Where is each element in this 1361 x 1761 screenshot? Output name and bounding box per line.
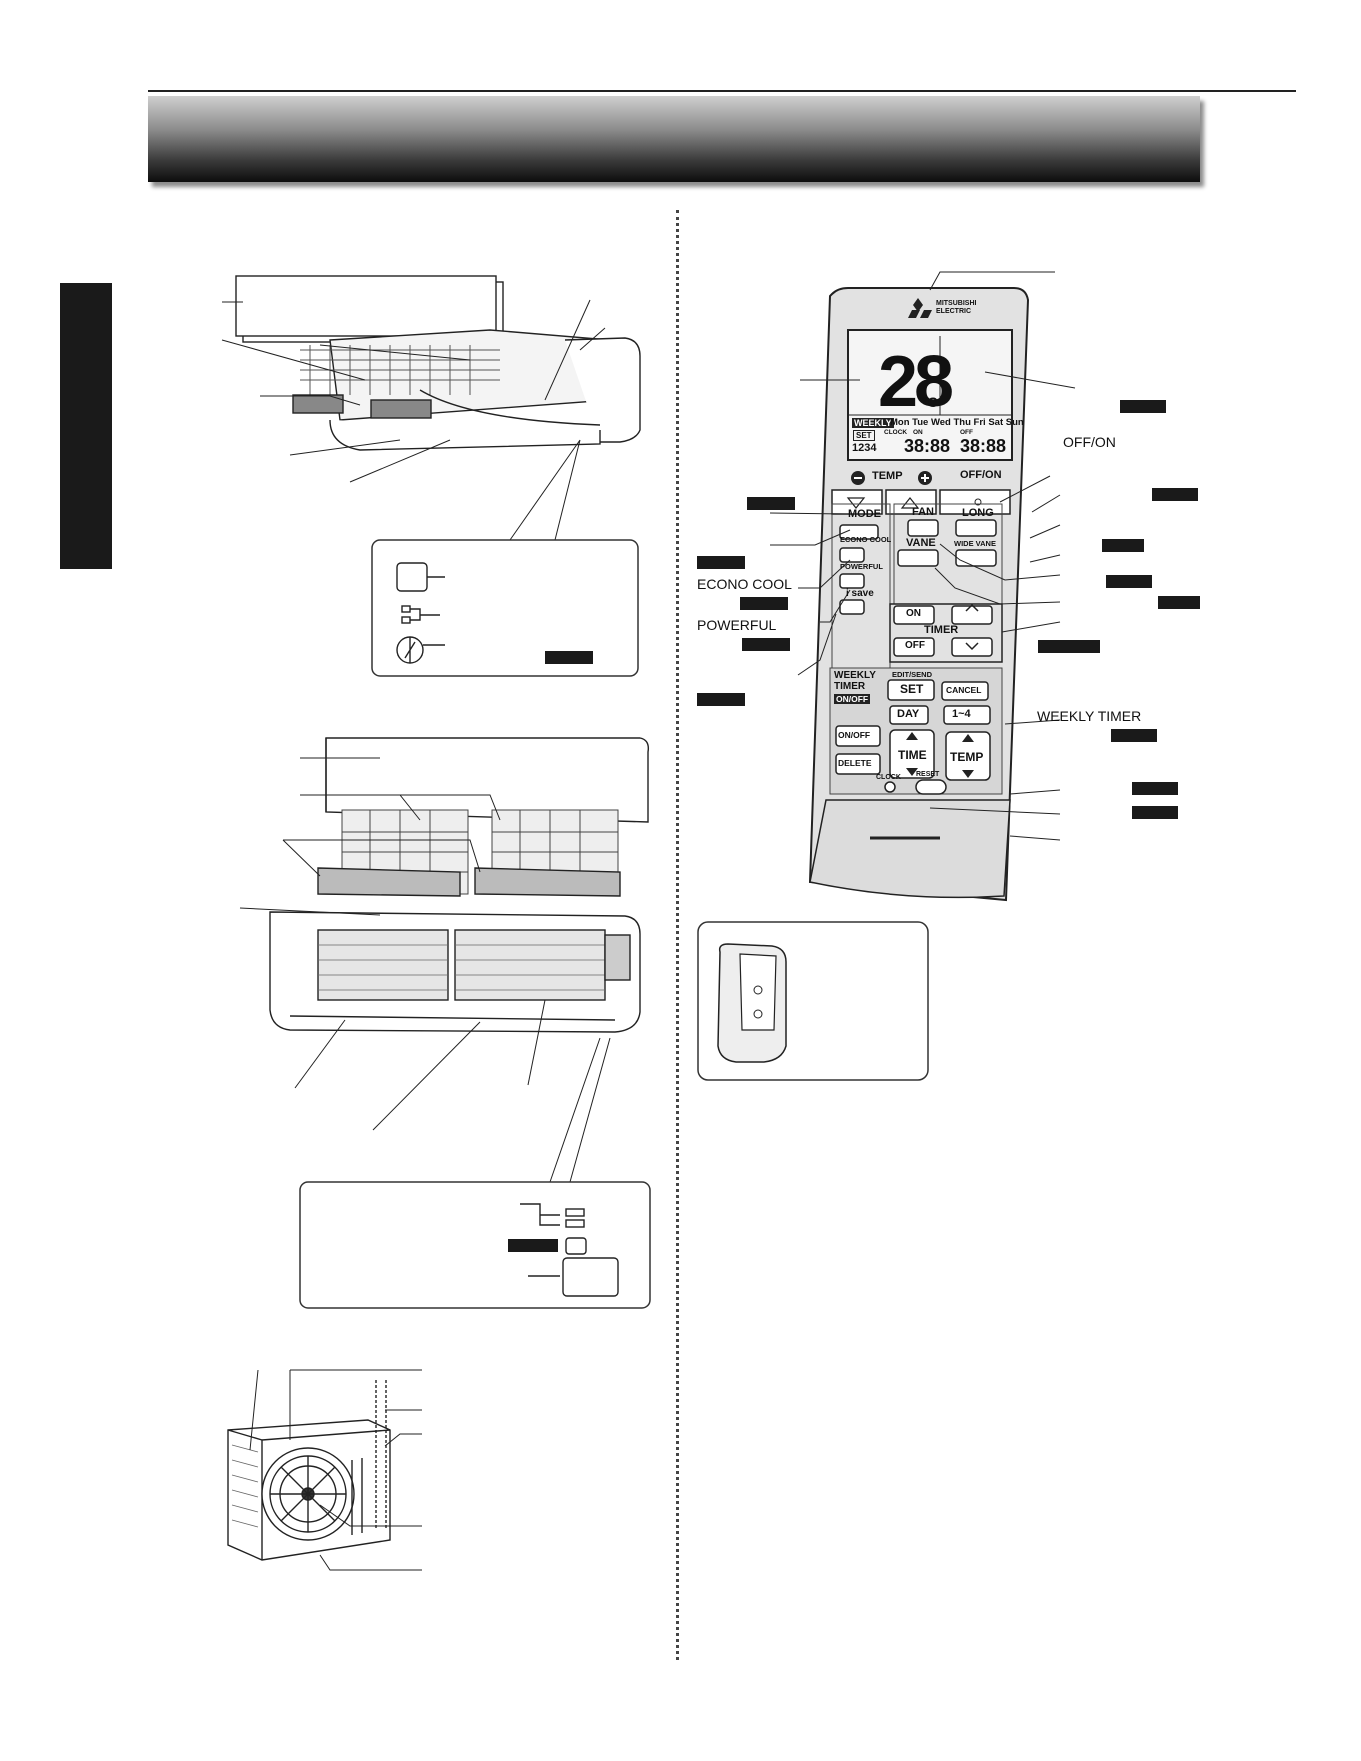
ref-tag xyxy=(1132,806,1178,819)
callout-powerful: POWERFUL xyxy=(697,617,777,633)
delete-label: DELETE xyxy=(838,758,872,768)
ref-tag xyxy=(1111,729,1157,742)
top-rule xyxy=(148,90,1296,92)
callout-econo-cool: ECONO COOL xyxy=(697,576,792,592)
ref-tag xyxy=(747,497,795,510)
timer-label: TIMER xyxy=(924,624,959,636)
cancel-label: CANCEL xyxy=(946,685,982,695)
ref-tag xyxy=(1102,539,1144,552)
lcd-temp-unit: °C xyxy=(922,394,938,410)
indoor-unit-exploded xyxy=(269,737,650,1033)
lcd-off-label: OFF xyxy=(960,429,973,436)
mitsubishi-logo-icon xyxy=(908,298,932,318)
mode-label: MODE xyxy=(848,508,881,520)
weekly-timer-label: WEEKLY TIMER xyxy=(834,670,876,692)
reset-label: RESET xyxy=(916,771,940,778)
ref-tag xyxy=(1132,782,1178,795)
ref-tag xyxy=(742,638,790,651)
lcd-on-label: ON xyxy=(913,429,923,436)
indoor-unit-open-panel xyxy=(235,275,641,451)
brand-line-2: ELECTRIC xyxy=(936,308,971,315)
fan-label: FAN xyxy=(912,506,934,518)
lcd-program-numbers: 1234 xyxy=(852,442,877,454)
ref-tag xyxy=(1106,575,1152,588)
ref-tag xyxy=(697,556,745,569)
long-label: LONG xyxy=(962,507,994,519)
vane-label: VANE xyxy=(906,537,936,549)
callout-weekly-timer: WEEKLY TIMER xyxy=(1037,708,1142,724)
lcd-temperature: 28 xyxy=(878,342,954,422)
timer-on-label: ON xyxy=(906,608,921,619)
callout-offon: OFF/ON xyxy=(1063,434,1116,450)
isave-btn-label: i save xyxy=(846,588,874,599)
set-button-label: SET xyxy=(900,682,924,696)
ref-tag xyxy=(1152,488,1198,501)
outdoor-unit xyxy=(227,1380,391,1561)
lcd-time-left: 38:88 xyxy=(904,436,951,456)
offon-label: OFF/ON xyxy=(960,469,1002,481)
timer-off-label: OFF xyxy=(905,640,925,651)
lcd-clock-label: CLOCK xyxy=(884,429,908,436)
time-label: TIME xyxy=(898,748,927,762)
ref-tag xyxy=(697,693,745,706)
lcd-set-badge: SET xyxy=(853,430,875,441)
edit-send-label: EDIT/SEND xyxy=(892,670,933,679)
lcd-weekly-badge: WEEKLY xyxy=(852,418,894,428)
ref-tag xyxy=(1038,640,1100,653)
brand-name: MITSUBISHI ELECTRIC xyxy=(936,300,976,316)
indoor-outdoor-illustrations xyxy=(221,275,651,1571)
lcd-days: Mon Tue Wed Thu Fri Sat Sun xyxy=(890,417,1024,428)
econo-cool-btn-label: ECONO COOL xyxy=(840,535,892,544)
lcd-time-right: 38:88 xyxy=(960,436,1007,456)
onoff-small-label: ON/OFF xyxy=(838,730,871,740)
weekly-onoff-label: ON/OFF xyxy=(834,694,871,704)
ref-tag xyxy=(740,597,788,610)
side-chapter-tab xyxy=(60,283,112,569)
brand-line-1: MITSUBISHI xyxy=(936,300,977,307)
wide-vane-label: WIDE VANE xyxy=(954,539,996,548)
ref-tag xyxy=(1120,400,1166,413)
clock-btn-label: CLOCK xyxy=(876,774,901,781)
ref-tag xyxy=(1158,596,1200,609)
section-banner xyxy=(148,96,1200,182)
column-divider xyxy=(676,210,679,1660)
temp-label: TEMP xyxy=(872,470,903,482)
range-label: 1~4 xyxy=(952,708,971,720)
day-label: DAY xyxy=(897,708,920,720)
powerful-btn-label: POWERFUL xyxy=(840,562,883,571)
temp2-label: TEMP xyxy=(950,750,984,764)
